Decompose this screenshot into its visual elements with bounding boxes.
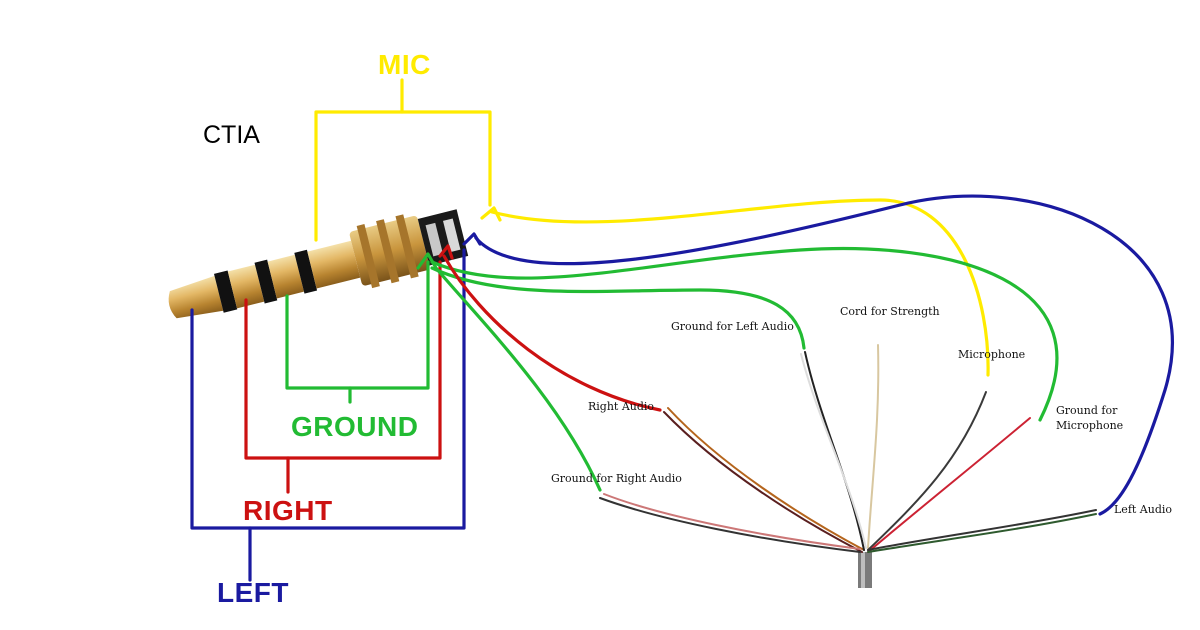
cable-strands: [599, 344, 1097, 588]
mic-bracket: [314, 78, 492, 242]
right-label: RIGHT: [243, 495, 333, 526]
wire-ground-left-audio: [430, 266, 806, 350]
wire-label-ground-mic-1: Ground for: [1056, 404, 1118, 417]
wire-left-audio: [474, 194, 1174, 516]
wire-ground-right-audio: [434, 266, 602, 492]
wire-label-microphone: Microphone: [958, 348, 1025, 361]
right-bracket: [244, 260, 442, 494]
wire-microphone: [490, 198, 990, 377]
wire-label-ground-right-audio: Ground for Right Audio: [551, 472, 682, 485]
wire-label-left-audio: Left Audio: [1114, 503, 1172, 516]
ground-bracket: [285, 260, 430, 404]
plug-tip: [168, 275, 224, 319]
wire-label-right-audio: Right Audio: [588, 400, 654, 413]
wire-right-audio: [442, 254, 662, 412]
ground-label: GROUND: [291, 411, 418, 442]
standard-label: CTIA: [203, 121, 260, 149]
wire-ground-microphone: [430, 246, 1059, 422]
solder-cup: [417, 209, 469, 266]
insulator-ring-2: [254, 259, 278, 304]
trrs-plug: [168, 209, 469, 319]
insulator-ring-1: [214, 270, 238, 313]
insulator-ring-3: [294, 249, 318, 294]
wire-label-ground-left-audio: Ground for Left Audio: [671, 320, 794, 333]
mic-label: MIC: [378, 49, 431, 80]
connection-wires: [430, 194, 1174, 516]
left-bracket: [190, 248, 466, 582]
wire-label-ground-mic-2: Microphone: [1056, 419, 1123, 432]
left-label: LEFT: [217, 577, 289, 608]
wire-label-cord-strength: Cord for Strength: [840, 305, 940, 318]
